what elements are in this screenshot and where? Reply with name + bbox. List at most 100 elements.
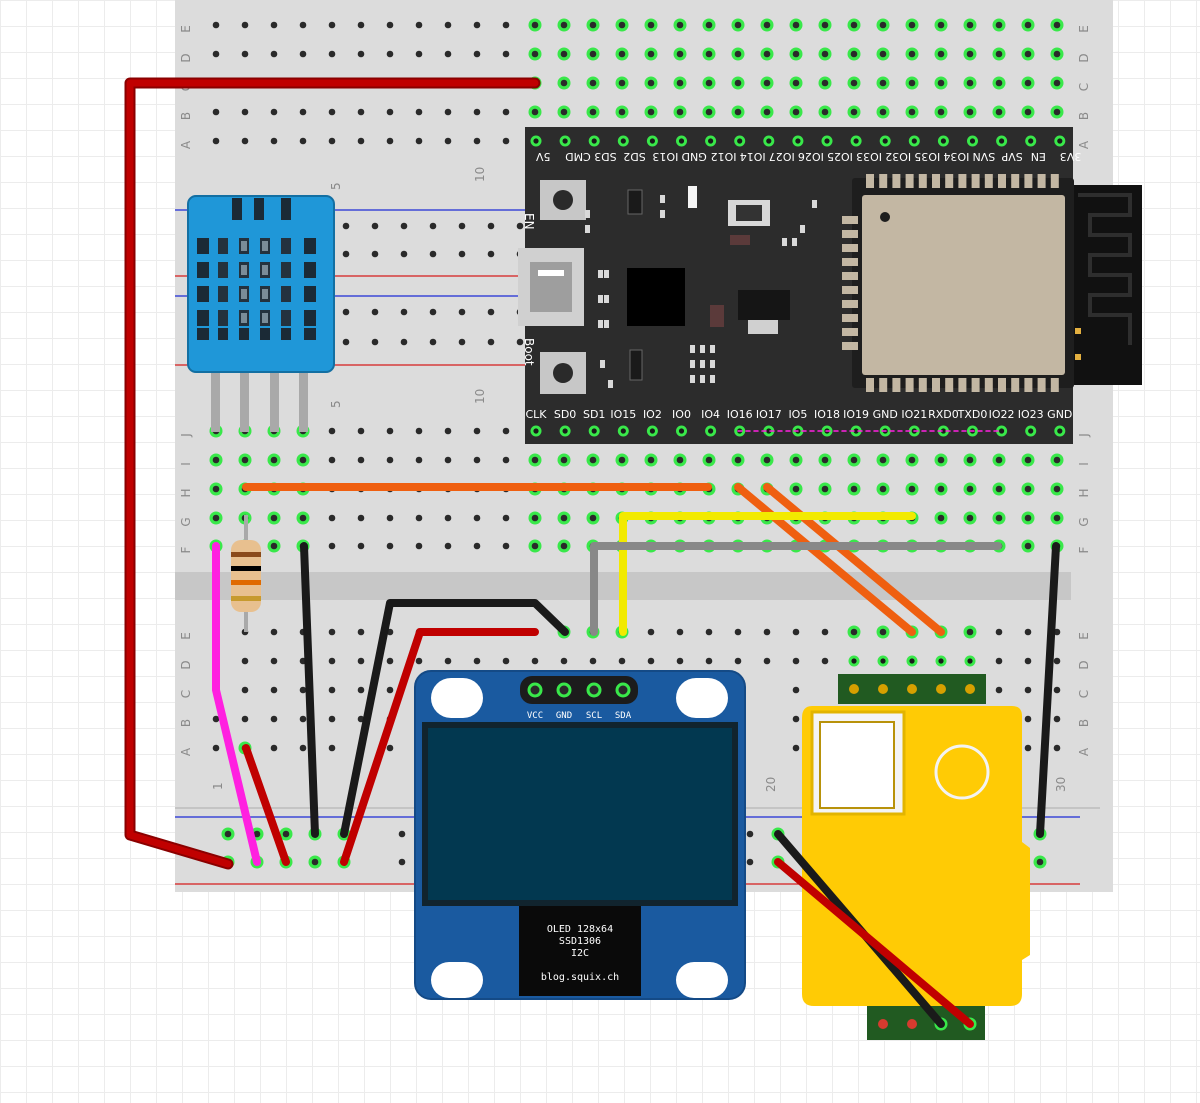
breadboard-hole[interactable] bbox=[487, 222, 495, 230]
breadboard-hole[interactable] bbox=[299, 21, 307, 29]
breadboard-hole[interactable] bbox=[1024, 50, 1032, 58]
breadboard-hole[interactable] bbox=[734, 657, 742, 665]
breadboard-hole[interactable] bbox=[734, 79, 742, 87]
breadboard-hole[interactable] bbox=[647, 21, 655, 29]
breadboard-hole[interactable] bbox=[746, 830, 754, 838]
breadboard-hole[interactable] bbox=[850, 628, 858, 636]
breadboard-hole[interactable] bbox=[270, 137, 278, 145]
breadboard-hole[interactable] bbox=[560, 514, 568, 522]
breadboard-hole[interactable] bbox=[618, 657, 626, 665]
breadboard-hole[interactable] bbox=[328, 21, 336, 29]
breadboard-hole[interactable] bbox=[676, 21, 684, 29]
breadboard-hole[interactable] bbox=[415, 514, 423, 522]
breadboard-hole[interactable] bbox=[589, 21, 597, 29]
breadboard-hole[interactable] bbox=[212, 485, 220, 493]
breadboard-hole[interactable] bbox=[299, 50, 307, 58]
breadboard-hole[interactable] bbox=[328, 456, 336, 464]
wire-black[interactable] bbox=[300, 542, 319, 838]
breadboard-hole[interactable] bbox=[763, 108, 771, 116]
breadboard-hole[interactable] bbox=[589, 657, 597, 665]
sensor-top-pin[interactable] bbox=[936, 684, 946, 694]
breadboard-hole[interactable] bbox=[386, 744, 394, 752]
breadboard-hole[interactable] bbox=[299, 456, 307, 464]
breadboard-hole[interactable] bbox=[792, 50, 800, 58]
breadboard-hole[interactable] bbox=[415, 21, 423, 29]
breadboard-hole[interactable] bbox=[241, 715, 249, 723]
wire-yellow[interactable] bbox=[619, 512, 916, 636]
breadboard-hole[interactable] bbox=[241, 657, 249, 665]
breadboard-hole[interactable] bbox=[821, 21, 829, 29]
breadboard-hole[interactable] bbox=[444, 657, 452, 665]
breadboard-hole[interactable] bbox=[589, 50, 597, 58]
breadboard-hole[interactable] bbox=[908, 108, 916, 116]
breadboard-hole[interactable] bbox=[792, 686, 800, 694]
breadboard-hole[interactable] bbox=[270, 514, 278, 522]
breadboard-hole[interactable] bbox=[531, 50, 539, 58]
breadboard-hole[interactable] bbox=[342, 308, 350, 316]
breadboard-hole[interactable] bbox=[1053, 456, 1061, 464]
breadboard-hole[interactable] bbox=[328, 137, 336, 145]
breadboard-hole[interactable] bbox=[357, 628, 365, 636]
breadboard-hole[interactable] bbox=[589, 456, 597, 464]
breadboard-hole[interactable] bbox=[241, 456, 249, 464]
breadboard-hole[interactable] bbox=[357, 427, 365, 435]
breadboard-hole[interactable] bbox=[879, 108, 887, 116]
breadboard-hole[interactable] bbox=[1024, 628, 1032, 636]
breadboard-hole[interactable] bbox=[386, 657, 394, 665]
sensor-top-pin[interactable] bbox=[849, 684, 859, 694]
breadboard-hole[interactable] bbox=[966, 50, 974, 58]
breadboard-hole[interactable] bbox=[342, 338, 350, 346]
breadboard-hole[interactable] bbox=[746, 858, 754, 866]
breadboard-hole[interactable] bbox=[792, 456, 800, 464]
breadboard-hole[interactable] bbox=[589, 514, 597, 522]
breadboard-hole[interactable] bbox=[311, 858, 319, 866]
breadboard-hole[interactable] bbox=[531, 456, 539, 464]
breadboard-hole[interactable] bbox=[473, 456, 481, 464]
breadboard-hole[interactable] bbox=[357, 686, 365, 694]
breadboard-hole[interactable] bbox=[270, 686, 278, 694]
wire-black[interactable] bbox=[1036, 542, 1060, 838]
breadboard-hole[interactable] bbox=[473, 514, 481, 522]
breadboard-hole[interactable] bbox=[270, 628, 278, 636]
breadboard-hole[interactable] bbox=[502, 542, 510, 550]
breadboard-hole[interactable] bbox=[618, 21, 626, 29]
breadboard-hole[interactable] bbox=[705, 456, 713, 464]
wire-red[interactable] bbox=[242, 744, 290, 866]
breadboard-hole[interactable] bbox=[763, 456, 771, 464]
breadboard-hole[interactable] bbox=[224, 830, 232, 838]
breadboard-hole[interactable] bbox=[502, 514, 510, 522]
breadboard-hole[interactable] bbox=[618, 456, 626, 464]
breadboard-hole[interactable] bbox=[908, 485, 916, 493]
breadboard-hole[interactable] bbox=[487, 308, 495, 316]
breadboard-hole[interactable] bbox=[676, 657, 684, 665]
breadboard-hole[interactable] bbox=[516, 338, 524, 346]
breadboard-hole[interactable] bbox=[371, 222, 379, 230]
breadboard-hole[interactable] bbox=[386, 456, 394, 464]
breadboard-hole[interactable] bbox=[357, 514, 365, 522]
sensor-top-pin[interactable] bbox=[907, 684, 917, 694]
breadboard-hole[interactable] bbox=[270, 657, 278, 665]
breadboard-hole[interactable] bbox=[763, 657, 771, 665]
breadboard-hole[interactable] bbox=[850, 485, 858, 493]
breadboard-hole[interactable] bbox=[444, 50, 452, 58]
breadboard-hole[interactable] bbox=[444, 542, 452, 550]
breadboard-hole[interactable] bbox=[995, 657, 1003, 665]
breadboard-hole[interactable] bbox=[1053, 628, 1061, 636]
breadboard-hole[interactable] bbox=[995, 628, 1003, 636]
breadboard-hole[interactable] bbox=[473, 137, 481, 145]
breadboard-hole[interactable] bbox=[589, 79, 597, 87]
breadboard-hole[interactable] bbox=[241, 137, 249, 145]
breadboard-hole[interactable] bbox=[995, 485, 1003, 493]
breadboard-hole[interactable] bbox=[241, 21, 249, 29]
breadboard-hole[interactable] bbox=[705, 108, 713, 116]
breadboard-hole[interactable] bbox=[342, 222, 350, 230]
breadboard-hole[interactable] bbox=[502, 657, 510, 665]
breadboard-hole[interactable] bbox=[647, 79, 655, 87]
breadboard-hole[interactable] bbox=[850, 50, 858, 58]
breadboard-hole[interactable] bbox=[299, 715, 307, 723]
breadboard-hole[interactable] bbox=[386, 137, 394, 145]
breadboard-hole[interactable] bbox=[502, 108, 510, 116]
breadboard-hole[interactable] bbox=[879, 79, 887, 87]
breadboard-hole[interactable] bbox=[676, 456, 684, 464]
breadboard-hole[interactable] bbox=[415, 456, 423, 464]
